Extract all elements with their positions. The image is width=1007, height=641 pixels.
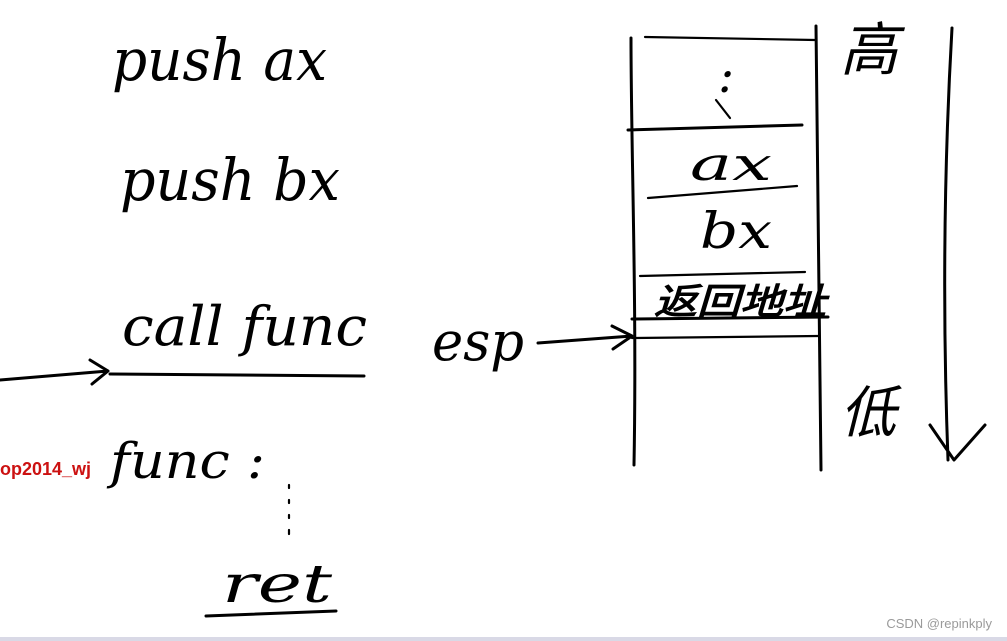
- code-ret: ret: [222, 555, 332, 615]
- code-func-label: func :: [106, 432, 265, 490]
- stack-cell-bx: bx: [700, 202, 772, 260]
- stack-left-wall: [629, 36, 637, 467]
- direction-arrow: [928, 26, 987, 462]
- esp-arrow: [536, 324, 634, 351]
- bottom-strip: [0, 637, 1007, 641]
- author-tag: op2014_wj: [0, 459, 92, 479]
- esp-label: esp: [432, 310, 524, 373]
- stack-top-dots: :: [718, 48, 734, 104]
- stack-divider-4: [638, 270, 807, 278]
- label-high: 高: [840, 16, 906, 84]
- csdn-watermark: CSDN @repinkply: [886, 616, 992, 631]
- code-push-bx: push bx: [120, 146, 340, 214]
- code-push-ax: push ax: [112, 26, 327, 94]
- stack-divider-5: [630, 315, 830, 321]
- code-call-func: call func: [122, 295, 367, 358]
- stack-divider-1: [714, 98, 732, 120]
- stack-right-wall: [814, 24, 823, 472]
- ret-underline: [204, 609, 338, 618]
- stack-cell-ax: ax: [690, 137, 772, 191]
- call-underline: [108, 372, 366, 378]
- left-arrow: [0, 358, 110, 386]
- stack-top-line: [643, 35, 817, 42]
- stack-divider-3: [646, 184, 799, 200]
- stack-divider-6: [630, 334, 820, 340]
- label-low: 低: [840, 381, 902, 446]
- stack-divider-2: [626, 123, 804, 132]
